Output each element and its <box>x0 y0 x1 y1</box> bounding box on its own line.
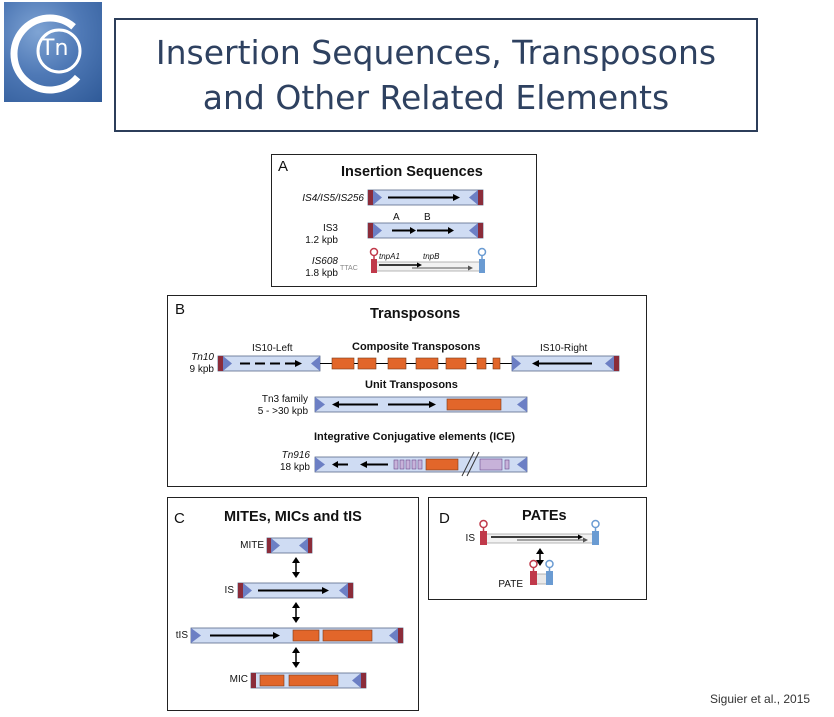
ice-heading: Integrative Conjugative elements (ICE) <box>314 431 516 443</box>
tn3-label: Tn3 family <box>261 394 308 405</box>
panel-b-drawing <box>217 355 620 477</box>
mite-label: MITE <box>240 540 264 551</box>
page-title: Insertion Sequences, Transposons and Oth… <box>155 33 717 117</box>
is608-label: IS608 <box>311 256 338 267</box>
is4-label: IS4/IS5/IS256 <box>302 193 364 204</box>
tn10-size: 9 kpb <box>189 364 214 375</box>
tn916-label: Tn916 <box>281 450 310 461</box>
panel-c: C MITEs, MICs and tIS MITE IS tIS MIC <box>167 497 419 711</box>
logo-letters: Tn <box>41 36 69 61</box>
orf-a-label: A <box>393 212 400 223</box>
mite-element <box>266 537 313 554</box>
composite-transposons-heading: Composite Transposons <box>352 341 481 353</box>
tn916-size: 18 kpb <box>279 462 310 473</box>
citation: Siguier et al., 2015 <box>710 692 811 706</box>
c-is-label: IS <box>224 585 234 596</box>
pate-label: PATE <box>498 579 523 590</box>
double-arrow-icon <box>292 602 300 623</box>
panel-d-drawing <box>479 519 600 585</box>
d-is-element <box>479 519 600 545</box>
orf-b-label: B <box>424 212 431 223</box>
c-is-element <box>237 582 354 599</box>
tn10-label: Tn10 <box>191 352 214 363</box>
panel-d-letter: D <box>439 510 450 527</box>
d-is-label: IS <box>465 533 475 544</box>
is10-left-label: IS10-Left <box>252 343 293 354</box>
tn916-ice-element <box>314 451 528 477</box>
unit-transposons-heading: Unit Transposons <box>365 379 458 391</box>
double-arrow-icon <box>292 557 300 578</box>
panel-a: A Insertion Sequences IS4/IS5/IS256 IS3 … <box>271 154 537 287</box>
title-box: Insertion Sequences, Transposons and Oth… <box>114 18 758 132</box>
panel-a-drawing <box>367 189 487 273</box>
tn10-composite-element <box>217 355 620 372</box>
panel-c-title: MITEs, MICs and tIS <box>224 509 362 525</box>
mic-label: MIC <box>229 674 248 685</box>
panel-c-letter: C <box>174 510 185 527</box>
tis-label: tIS <box>175 630 188 641</box>
panel-c-drawing <box>190 537 404 689</box>
panel-d: D PATEs IS PATE <box>428 497 647 600</box>
is608-size: 1.8 kpb <box>305 268 338 279</box>
is3-size: 1.2 kpb <box>305 235 338 246</box>
is3-element <box>367 222 484 239</box>
double-arrow-icon <box>536 548 544 566</box>
panel-b-title: Transposons <box>370 306 461 322</box>
tn3-size: 5 - >30 kpb <box>257 406 308 417</box>
is3-label: IS3 <box>322 223 338 234</box>
tn-logo: Tn <box>4 2 102 102</box>
panel-d-title: PATEs <box>522 508 567 524</box>
panel-b: B Transposons Tn10 9 kpb IS10-Left IS10-… <box>167 295 647 487</box>
is608-element <box>369 247 487 273</box>
tnpb-gene-label: tnpB <box>423 252 440 261</box>
is4-element <box>367 189 484 206</box>
tn-logo-icon <box>10 14 90 94</box>
ttac-site-label: TTAC <box>340 265 358 272</box>
mic-element <box>250 672 367 689</box>
panel-b-letter: B <box>175 301 186 318</box>
double-arrow-icon <box>292 647 300 668</box>
panel-a-title: Insertion Sequences <box>341 164 483 180</box>
is10-right-label: IS10-Right <box>540 343 588 354</box>
tis-element <box>190 627 404 644</box>
pate-element <box>529 559 554 585</box>
tn3-unit-element <box>314 396 528 413</box>
tnpa1-gene-label: tnpA1 <box>379 252 400 261</box>
panel-a-letter: A <box>278 158 289 175</box>
